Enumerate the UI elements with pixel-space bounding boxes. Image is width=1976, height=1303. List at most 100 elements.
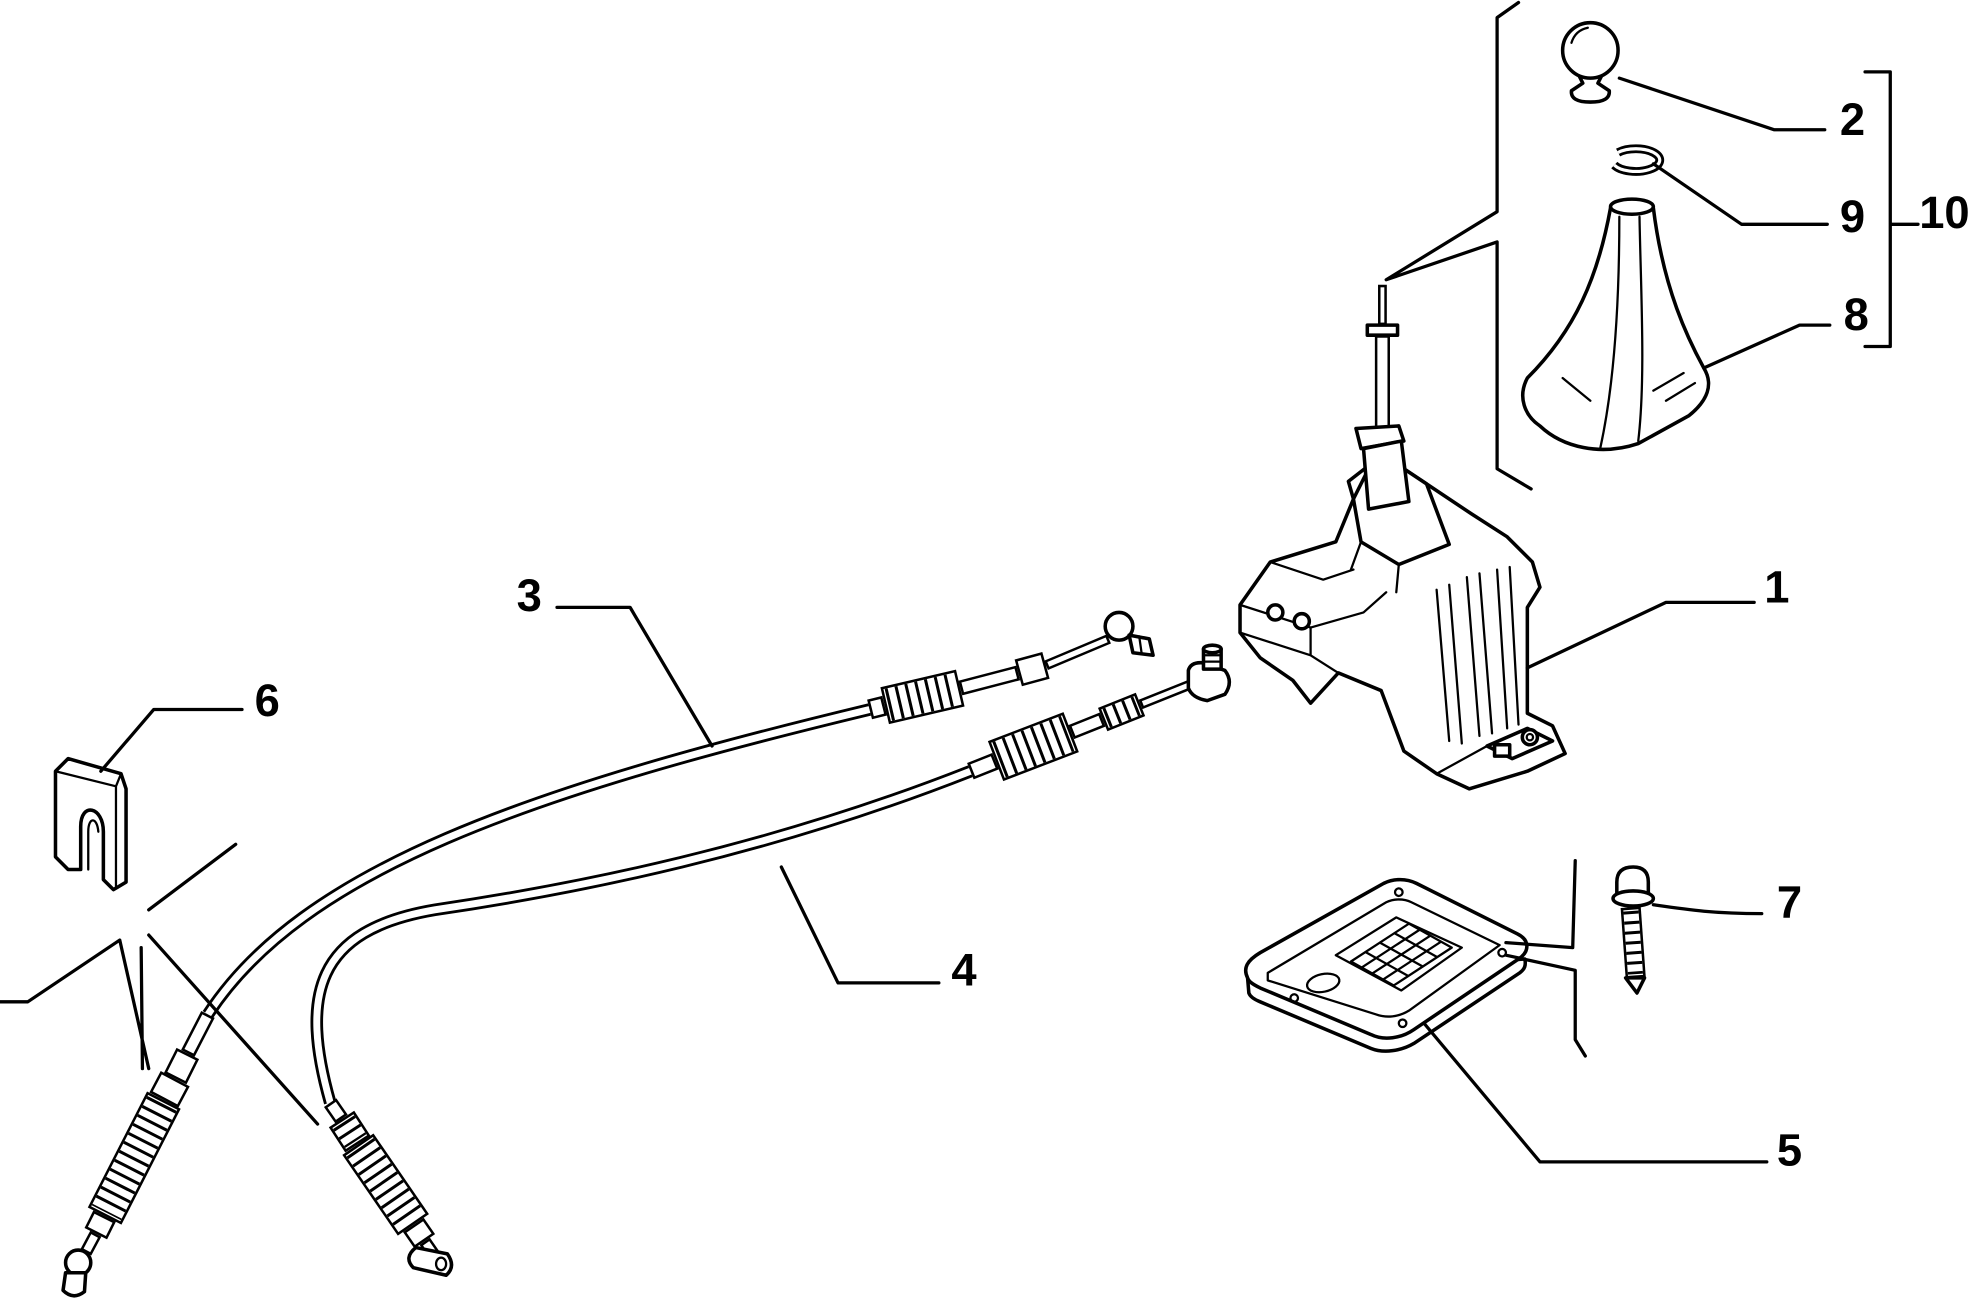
cable-3-upper-collar <box>867 695 888 720</box>
cable-4-upper-rod <box>1138 679 1193 710</box>
callout-7: 7 <box>1777 876 1802 927</box>
gasket-oval-hole <box>1305 972 1341 994</box>
cable-4-upper-adjuster <box>987 712 1079 782</box>
ball-joint-stud-ridge <box>1138 635 1143 656</box>
callout-5: 5 <box>1777 1125 1802 1176</box>
housing-gate-edge <box>1349 540 1400 594</box>
leader-9 <box>1651 162 1829 226</box>
gasket-plate <box>1243 877 1529 1053</box>
callout-2: 2 <box>1840 94 1865 145</box>
cable-4-upper-collar-body <box>970 756 996 777</box>
screw-threaded-shank <box>1620 906 1646 979</box>
cable-4-lower-threaded-section-body <box>345 1137 426 1233</box>
cable-4-lower-threaded-section <box>342 1133 429 1236</box>
screw-threaded-shank-ribs <box>1623 910 1643 975</box>
housing-plate-top <box>1269 560 1355 581</box>
cable-3 <box>202 703 872 1018</box>
bracket-screw-group <box>1504 859 1587 1058</box>
housing-hole <box>1265 603 1285 622</box>
retaining-clip-slot-edge <box>87 819 100 871</box>
cable-4-lower-nut-ribs <box>333 1115 367 1148</box>
housing-mount-hole <box>1520 727 1540 747</box>
housing-mount-hole-inner <box>1525 732 1535 742</box>
gear-knob <box>1560 20 1620 104</box>
screw-tip <box>1623 976 1647 995</box>
shift-lever-housing <box>1238 461 1567 791</box>
cable-fittings <box>80 284 1646 1262</box>
gear-knob-highlight <box>1570 26 1589 44</box>
bracket-lever-group <box>1384 0 1533 491</box>
leader-6 <box>99 707 244 773</box>
cable-4 <box>310 765 973 1105</box>
screw-washer <box>1611 889 1656 908</box>
cable-3-lower-collar-body <box>87 1213 113 1236</box>
cable-4-upper-collar <box>967 752 999 780</box>
split-ring <box>1611 144 1665 176</box>
leader-8 <box>1702 323 1832 370</box>
shift-rod-collar <box>1365 323 1400 337</box>
leader-1 <box>1525 600 1756 670</box>
leader-lines <box>0 0 1920 1164</box>
cable-3-lower-threaded-section <box>87 1091 181 1225</box>
socket-stud-ridges <box>1202 654 1223 663</box>
cable-4-sheath-outline <box>310 765 973 1105</box>
gasket-grid <box>1349 922 1453 987</box>
socket-body <box>407 1245 454 1278</box>
housing-leg-edge <box>1402 744 1489 790</box>
gaiter-boot-wrinkle <box>1561 371 1697 402</box>
screw-head <box>1615 865 1651 896</box>
gear-knob-ball <box>1560 20 1620 80</box>
housing-ribs <box>1435 565 1520 745</box>
leader-2 <box>1617 76 1827 132</box>
cable-4-sheath-body <box>313 767 972 1104</box>
callout-4: 4 <box>951 944 976 995</box>
cable-3-lower-nut <box>149 1071 190 1108</box>
cable-3-lower-sheath <box>181 1010 215 1057</box>
retaining-clip-edge <box>54 770 123 889</box>
cable-3-lower-ball-joint <box>61 1248 93 1298</box>
cable-4-upper-sleeve-body <box>1101 696 1142 728</box>
cable-4-lower-nut <box>328 1110 371 1153</box>
cable-3-upper-sheath-body <box>961 668 1018 693</box>
cable-3-lower-sleeve <box>163 1047 200 1085</box>
bracket-cable-ends <box>0 842 320 1126</box>
cable-3-upper-sheath <box>958 665 1021 696</box>
cable-3-lower-rod <box>80 1230 102 1256</box>
housing-plate-side <box>1238 626 1340 675</box>
cable-3-upper-adjuster <box>880 669 965 725</box>
cable-4-upper-socket <box>1186 643 1232 703</box>
gasket-outer <box>1243 877 1529 1040</box>
socket-hole <box>434 1256 448 1272</box>
gaiter-boot-fold <box>1637 215 1644 443</box>
retaining-clip <box>53 756 128 892</box>
cable-3-sheath-outline <box>202 703 872 1018</box>
callout-9: 9 <box>1840 191 1865 242</box>
ball-joint-cup <box>61 1270 88 1298</box>
cable-4-lower-collar <box>403 1217 436 1249</box>
cable-3-lower-rod-body <box>83 1234 98 1253</box>
cable-3-upper-rod-body <box>1047 637 1108 667</box>
callout-6: 6 <box>255 675 280 726</box>
cable-4-upper-adjuster-ribs <box>992 715 1075 778</box>
cable-3-upper-rod <box>1044 634 1111 671</box>
gasket-inner-ring <box>1266 898 1501 1018</box>
cable-3-lower-nut-body <box>152 1074 187 1105</box>
split-ring-body <box>1613 147 1662 173</box>
gaiter-boot <box>1521 197 1711 452</box>
cable-3-lower-threaded-section-ribs <box>91 1096 177 1221</box>
cable-4-lower-socket <box>407 1245 454 1278</box>
cable-3-upper-sleeve-body <box>1017 655 1047 684</box>
gaiter-boot-top-rim <box>1608 197 1656 216</box>
cable-3-lower-sleeve-body <box>167 1051 196 1081</box>
shift-lever-body <box>1361 439 1411 511</box>
socket-stud-cap <box>1201 643 1223 655</box>
cable-4-lower-sheath-body <box>327 1101 345 1120</box>
cable-3-upper-sleeve <box>1014 651 1050 687</box>
housing-hole <box>1292 611 1312 631</box>
gasket-hole <box>1397 1018 1408 1029</box>
cable-3-upper-adjuster-ribs <box>884 672 961 721</box>
gaiter-boot-fold <box>1599 215 1621 449</box>
gear-knob-neck <box>1569 71 1612 104</box>
cable-3-upper-collar-body <box>870 698 885 717</box>
